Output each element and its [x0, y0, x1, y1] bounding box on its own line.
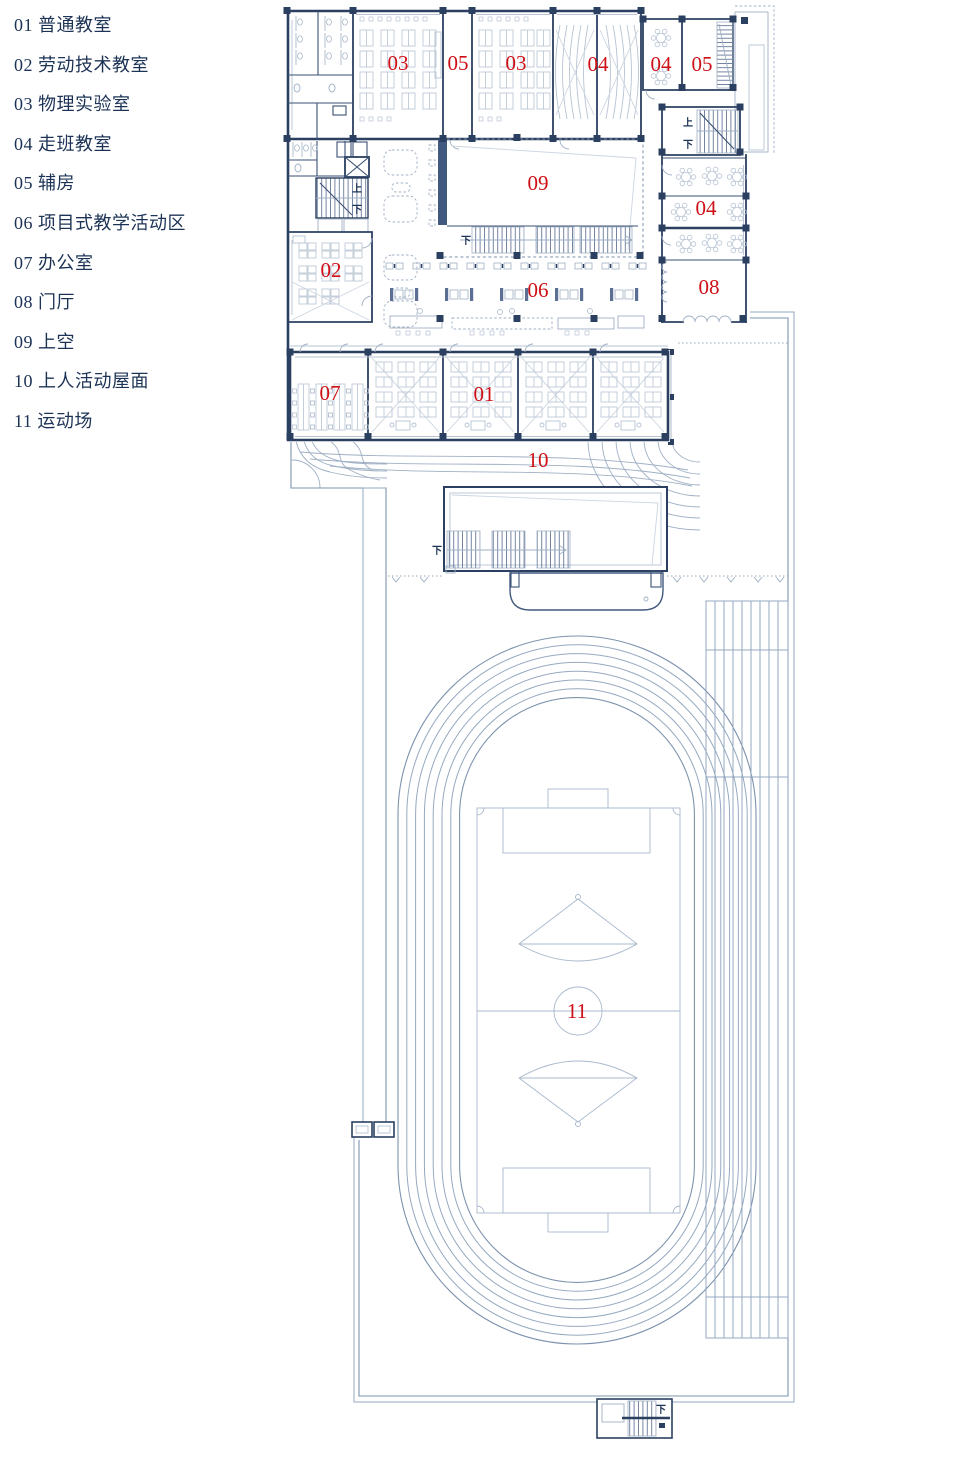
room-label-10: 10 [528, 448, 549, 472]
stair-down-label: 下 [461, 235, 471, 247]
north-wing [285, 5, 775, 442]
south-site-stair: 下 [596, 1398, 673, 1439]
legend-item-09: 09 上空 [14, 331, 75, 352]
west-core: 上 下 [287, 141, 436, 328]
east-wing: 上 下 [660, 106, 748, 323]
room-label-11: 11 [567, 999, 587, 1023]
stair-down-label: 下 [683, 139, 693, 151]
field-fan-bottom [518, 1060, 638, 1127]
room-label-07: 07 [320, 381, 341, 405]
running-track [397, 600, 789, 1345]
legend-item-11: 11 运动场 [14, 410, 93, 431]
east-stair: 上 下 [683, 109, 739, 154]
utility-boxes [351, 1121, 395, 1138]
stair-down-label: 下 [352, 204, 362, 216]
room-label-05: 05 [448, 51, 469, 75]
central-void-09: 下 [438, 138, 644, 258]
legend-item-07: 07 办公室 [14, 252, 94, 273]
elevator [344, 156, 370, 178]
void-stair: 下 [447, 225, 638, 254]
void-west-window-squares [428, 144, 436, 227]
project-learning-area-06 [385, 262, 647, 336]
room-label-04: 04 [588, 52, 610, 76]
classrooms-01 [371, 357, 665, 433]
legend: 01 普通教室 02 劳动技术教室 03 物理实验室 04 走班教室 05 辅房… [14, 6, 264, 442]
toilet-block-nw [287, 11, 353, 139]
roof-terrace-landscape [291, 439, 701, 531]
room-label-02: 02 [321, 258, 342, 282]
room-04-lecture-hall [555, 24, 639, 120]
room-label-03: 03 [388, 51, 409, 75]
terrace-grand-stair: 下 [432, 486, 668, 588]
legend-item-10: 10 上人活动屋面 [14, 371, 149, 392]
room-label-06: 06 [528, 278, 549, 302]
legend-item-05: 05 辅房 [14, 173, 75, 194]
soccer-field [476, 788, 681, 1233]
room-02 [289, 231, 373, 323]
legend-item-06: 06 项目式教学活动区 [14, 212, 186, 233]
plaza-fence [668, 349, 674, 445]
room-label-04: 04 [651, 52, 673, 76]
room-label-03: 03 [506, 51, 527, 75]
legend-item-08: 08 门厅 [14, 292, 75, 313]
legend-item-02: 02 劳动技术教室 [14, 54, 149, 75]
room-label-04: 04 [696, 196, 718, 220]
ne-roof-deck [734, 5, 775, 155]
south-wing [288, 343, 670, 442]
west-stair: 上 下 [315, 177, 369, 219]
stair-down-label: 下 [432, 545, 442, 557]
counter-row [389, 308, 645, 336]
room-05-ne-stair-strip [716, 21, 734, 89]
room-label-01: 01 [474, 382, 495, 406]
room-label-05: 05 [692, 52, 713, 76]
stair-up-label: 上 [352, 182, 362, 195]
legend-item-03: 03 物理实验室 [14, 94, 131, 115]
field-fan-top [518, 894, 638, 962]
legend-item-01: 01 普通教室 [14, 15, 112, 35]
structural-columns [283, 7, 750, 440]
room-number-labels: 03 05 03 04 04 05 09 04 02 06 08 07 01 1… [320, 51, 720, 1023]
corridor-lounge-sofas [383, 149, 418, 328]
entrance-canopy [509, 572, 664, 611]
room-label-08: 08 [699, 275, 720, 299]
stair-up-label: 上 [683, 116, 693, 129]
room-03-west [359, 16, 442, 122]
site-boundary [290, 311, 795, 1403]
legend-item-04: 04 走班教室 [14, 133, 112, 154]
sprint-lanes [705, 600, 789, 1339]
stair-down-label: 下 [656, 1404, 666, 1416]
room-label-09: 09 [528, 171, 549, 195]
